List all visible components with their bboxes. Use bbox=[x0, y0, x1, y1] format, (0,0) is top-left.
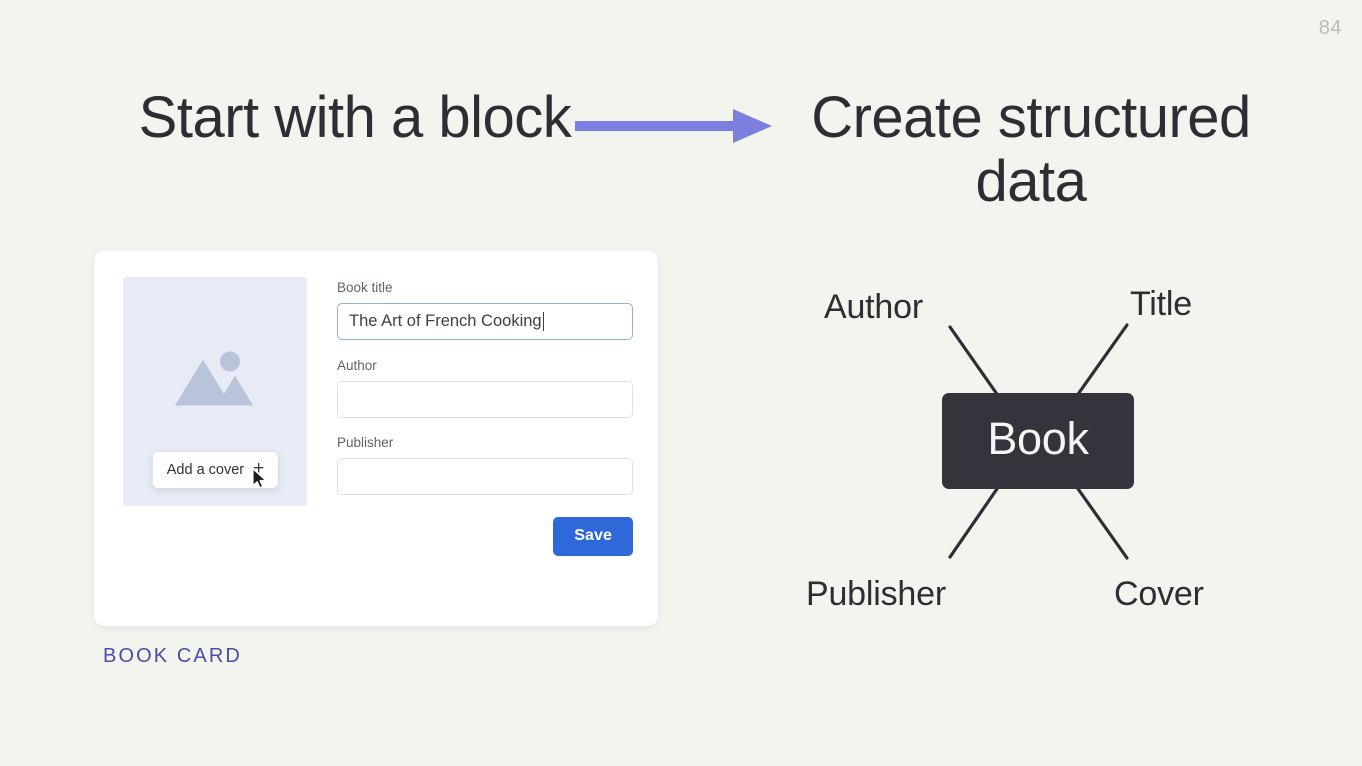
node-book: Book bbox=[942, 393, 1134, 489]
field-label-author: Author bbox=[337, 358, 377, 373]
book-title-value: The Art of French Cooking bbox=[349, 312, 542, 330]
diagram-edges bbox=[948, 323, 1129, 560]
heading-start-with-a-block: Start with a block bbox=[138, 85, 572, 150]
save-button[interactable]: Save bbox=[553, 517, 633, 556]
field-label-book-title: Book title bbox=[337, 280, 393, 295]
heading-create-structured-data: Create structured data bbox=[811, 85, 1251, 214]
image-placeholder-icon bbox=[173, 348, 257, 415]
node-label-cover: Cover bbox=[1114, 575, 1204, 613]
field-author: Author bbox=[337, 358, 633, 418]
add-a-cover-label: Add a cover bbox=[166, 461, 245, 478]
field-book-title: Book title The Art of French Cooking bbox=[337, 280, 633, 340]
field-publisher: Publisher bbox=[337, 435, 633, 495]
card-caption: BOOK CARD bbox=[103, 645, 242, 667]
node-label-author: Author bbox=[824, 288, 923, 326]
page-number: 84 bbox=[1318, 17, 1342, 39]
book-form: Book title The Art of French Cooking Aut… bbox=[337, 280, 633, 556]
cover-upload-area[interactable]: Add a cover + bbox=[123, 277, 307, 506]
book-card: Add a cover + Book title The Art of Fren… bbox=[94, 251, 658, 626]
structured-data-diagram: Book Author Title Publisher Cover bbox=[780, 265, 1250, 635]
author-input[interactable] bbox=[337, 381, 633, 418]
arrow-right-icon bbox=[575, 108, 773, 144]
text-caret bbox=[542, 312, 544, 331]
field-label-publisher: Publisher bbox=[337, 435, 394, 450]
node-book-label: Book bbox=[987, 413, 1089, 464]
add-a-cover-button[interactable]: Add a cover + bbox=[152, 452, 278, 488]
book-title-input[interactable]: The Art of French Cooking bbox=[337, 303, 633, 340]
node-label-publisher: Publisher bbox=[806, 575, 946, 613]
form-actions: Save bbox=[337, 517, 633, 556]
node-label-title: Title bbox=[1130, 285, 1192, 323]
publisher-input[interactable] bbox=[337, 458, 633, 495]
plus-icon: + bbox=[253, 458, 265, 479]
